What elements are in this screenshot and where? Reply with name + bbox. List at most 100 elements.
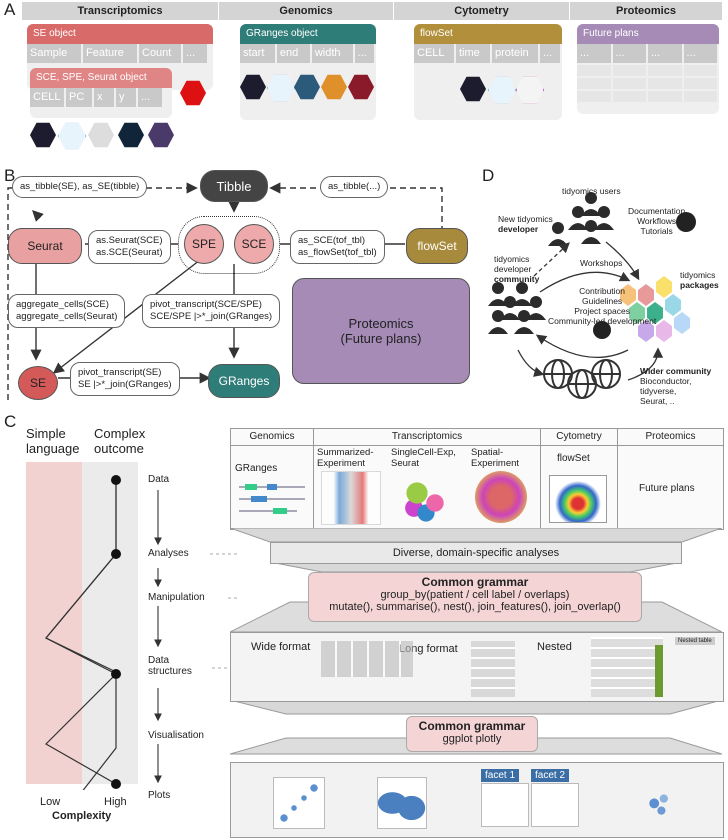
data-item-summarized: Summarized-Experiment [317, 447, 374, 469]
visualisation-line1: ggplot plotly [442, 733, 502, 745]
spe-sce-group [178, 216, 280, 274]
edge-pivot-se-line: SE |>*_join(GRanges) [78, 379, 172, 390]
users-people-icon [568, 192, 614, 244]
manipulation-grammar-box: Common grammar group_by(patient / cell l… [308, 572, 642, 622]
data-item-future: Future plans [639, 483, 695, 494]
facet-2-label: facet 2 [531, 769, 570, 782]
nested-table-thumbnail [591, 637, 663, 697]
se-col: Feature [83, 44, 137, 63]
domain-header-genomics: Genomics [231, 429, 314, 446]
edge-as-tibble-se: as_tibble(SE), as_SE(tibble) [12, 176, 148, 198]
edge-aggregate: aggregate_cells(SCE) aggregate_cells(Seu… [8, 294, 126, 328]
domain-header-transcriptomics: Transcriptomics [314, 429, 541, 446]
proteomics-col: ... [648, 44, 682, 63]
analyses-bar: Diverse, domain-specific analyses [270, 542, 682, 564]
flowset-object-title: flowSet [414, 24, 562, 44]
data-structures-box: Wide format Long format Nested Nested ta… [230, 632, 724, 702]
new-dev-line: New tidyomics [498, 214, 553, 224]
proteomics-title: Future plans [577, 24, 719, 44]
new-dev-line: developer [498, 224, 539, 234]
col-cytometry: Cytometry [394, 2, 570, 20]
edge-as-tibble-dots: as_tibble(...) [320, 176, 389, 198]
nested-column [655, 645, 663, 697]
dev-community-line: community [494, 274, 540, 284]
flowset-thumbnail [549, 475, 607, 523]
contribution-line: Guidelines [582, 296, 623, 306]
edge-aggregate-line: aggregate_cells(SCE) [16, 299, 109, 310]
dev-community-line: tidyomics [494, 254, 530, 264]
flowset-node[interactable]: flowSet [406, 228, 468, 264]
proteomics-col: ... [577, 44, 611, 63]
proteomics-node-line: (Future plans) [340, 331, 422, 346]
step-data: Data [148, 474, 170, 485]
structure-long: Long format [399, 643, 458, 655]
col-genomics: Genomics [219, 2, 394, 20]
edge-as-sce-tof-line: as_SCE(tof_tbl) [298, 235, 366, 246]
packages-label: tidyomics packages [680, 270, 719, 290]
proteomics-node-line: Proteomics [348, 316, 414, 331]
manipulation-title: Common grammar [421, 575, 529, 589]
tidybulk-hex-icon [58, 122, 86, 150]
sce-col: CELL [30, 88, 64, 107]
wider-line: tidyverse, [640, 386, 677, 396]
step-arrows [154, 490, 240, 784]
sce-object-card: SCE, SPE, Seurat object CELL PC x y ... [30, 68, 172, 118]
3d-plot-thumbnail [635, 777, 683, 825]
proteomics-node[interactable]: Proteomics (Future plans) [292, 278, 470, 384]
spe-node[interactable]: SPE [184, 224, 224, 264]
new-developer-label: New tidyomics developer [498, 214, 553, 234]
step-manipulation: Manipulation [148, 592, 205, 603]
volcano-thumbnail [321, 471, 381, 525]
umap-thumbnail [399, 473, 459, 523]
tidyverse-hex-icon [460, 76, 486, 102]
wider-line: Wider community [640, 366, 712, 376]
granges-col: ... [354, 44, 375, 63]
structure-wide: Wide format [251, 641, 311, 653]
se-object-cols: Sample Feature Count ... [27, 44, 213, 63]
seurat-node[interactable]: Seurat [8, 228, 82, 264]
edge-as-sce-tof-line: as_flowSet(tof_tbl) [298, 247, 377, 258]
docs-line: Workflows [637, 216, 677, 226]
panel-c-label: C [4, 412, 17, 431]
simple-line: Simple [26, 426, 66, 441]
visualisation-title: Common grammar [418, 719, 526, 733]
granges-node[interactable]: GRanges [208, 364, 280, 398]
wider-community-globe-icon [543, 359, 621, 399]
plyinteractions-hex-icon [321, 74, 347, 100]
tidytof-hex-icon [516, 76, 544, 104]
edge-as-seurat-line: as.Seurat(SCE) [96, 235, 163, 246]
nested-table-label: Nested table [675, 637, 715, 645]
tidyseurat-hex-icon [118, 122, 144, 148]
wider-line: Seurat, .. [640, 396, 675, 406]
tibble-node[interactable]: Tibble [200, 170, 268, 202]
manipulation-line1: group_by(patient / cell label / overlaps… [380, 589, 570, 601]
flowset-cols: CELL time protein ... [414, 44, 562, 63]
col-proteomics: Proteomics [570, 2, 723, 20]
simple-line: language [26, 441, 80, 456]
granges-col: width [311, 44, 353, 63]
packages-hex-icon [620, 276, 690, 342]
simple-language-label: Simple language [26, 426, 80, 456]
edge-pivot-sce-line: SCE/SPE |>*_join(GRanges) [150, 311, 273, 322]
granges-object-card: GRanges object start end width ... [240, 24, 376, 120]
tidygenomics-hex-icon [348, 74, 374, 100]
domain-header-cytometry: Cytometry [541, 429, 618, 446]
docs-label: Documentation Workflows Tutorials [628, 206, 685, 236]
docs-line: Tutorials [640, 226, 673, 236]
manipulation-line2: mutate(), summarise(), nest(), join_feat… [329, 601, 621, 613]
sce-node[interactable]: SCE [234, 224, 274, 264]
data-item-spatial: Spatial-Experiment [471, 447, 520, 469]
granges-object-title: GRanges object [240, 24, 376, 44]
complex-line: Complex [94, 426, 146, 441]
flowset-col: ... [540, 44, 560, 63]
edge-pivot-se: pivot_transcript(SE) SE |>*_join(GRanges… [70, 362, 180, 396]
edge-as-sce-tof: as_SCE(tof_tbl) as_flowSet(tof_tbl) [290, 230, 385, 264]
sce-col: PC [66, 88, 92, 107]
facet-2-panel [531, 783, 579, 827]
proteomics-grid [577, 65, 719, 102]
plots-strip: facet 1 facet 2 [230, 762, 724, 838]
se-node[interactable]: SE [18, 366, 58, 400]
nullranges-hex-icon [294, 74, 320, 100]
step-plots: Plots [148, 790, 171, 801]
step-data-structures: Data structures [148, 655, 192, 677]
